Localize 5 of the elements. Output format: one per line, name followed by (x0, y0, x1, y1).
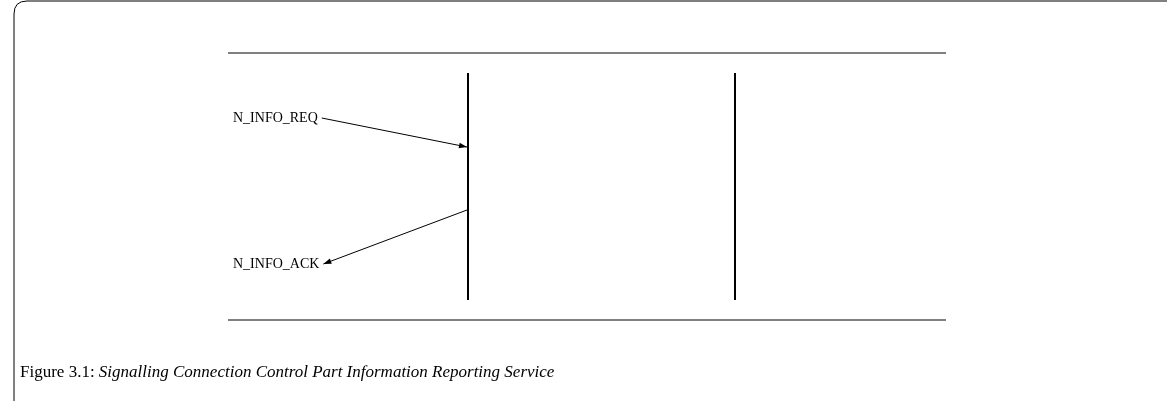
signal-label: N_INFO_ACK (233, 256, 320, 272)
arrow (321, 117, 468, 149)
arrow (322, 209, 468, 265)
signal-label: N_INFO_REQ (233, 110, 318, 126)
figure-caption: Figure 3.1: Signalling Connection Control Part Information Reporting Service (20, 362, 555, 382)
